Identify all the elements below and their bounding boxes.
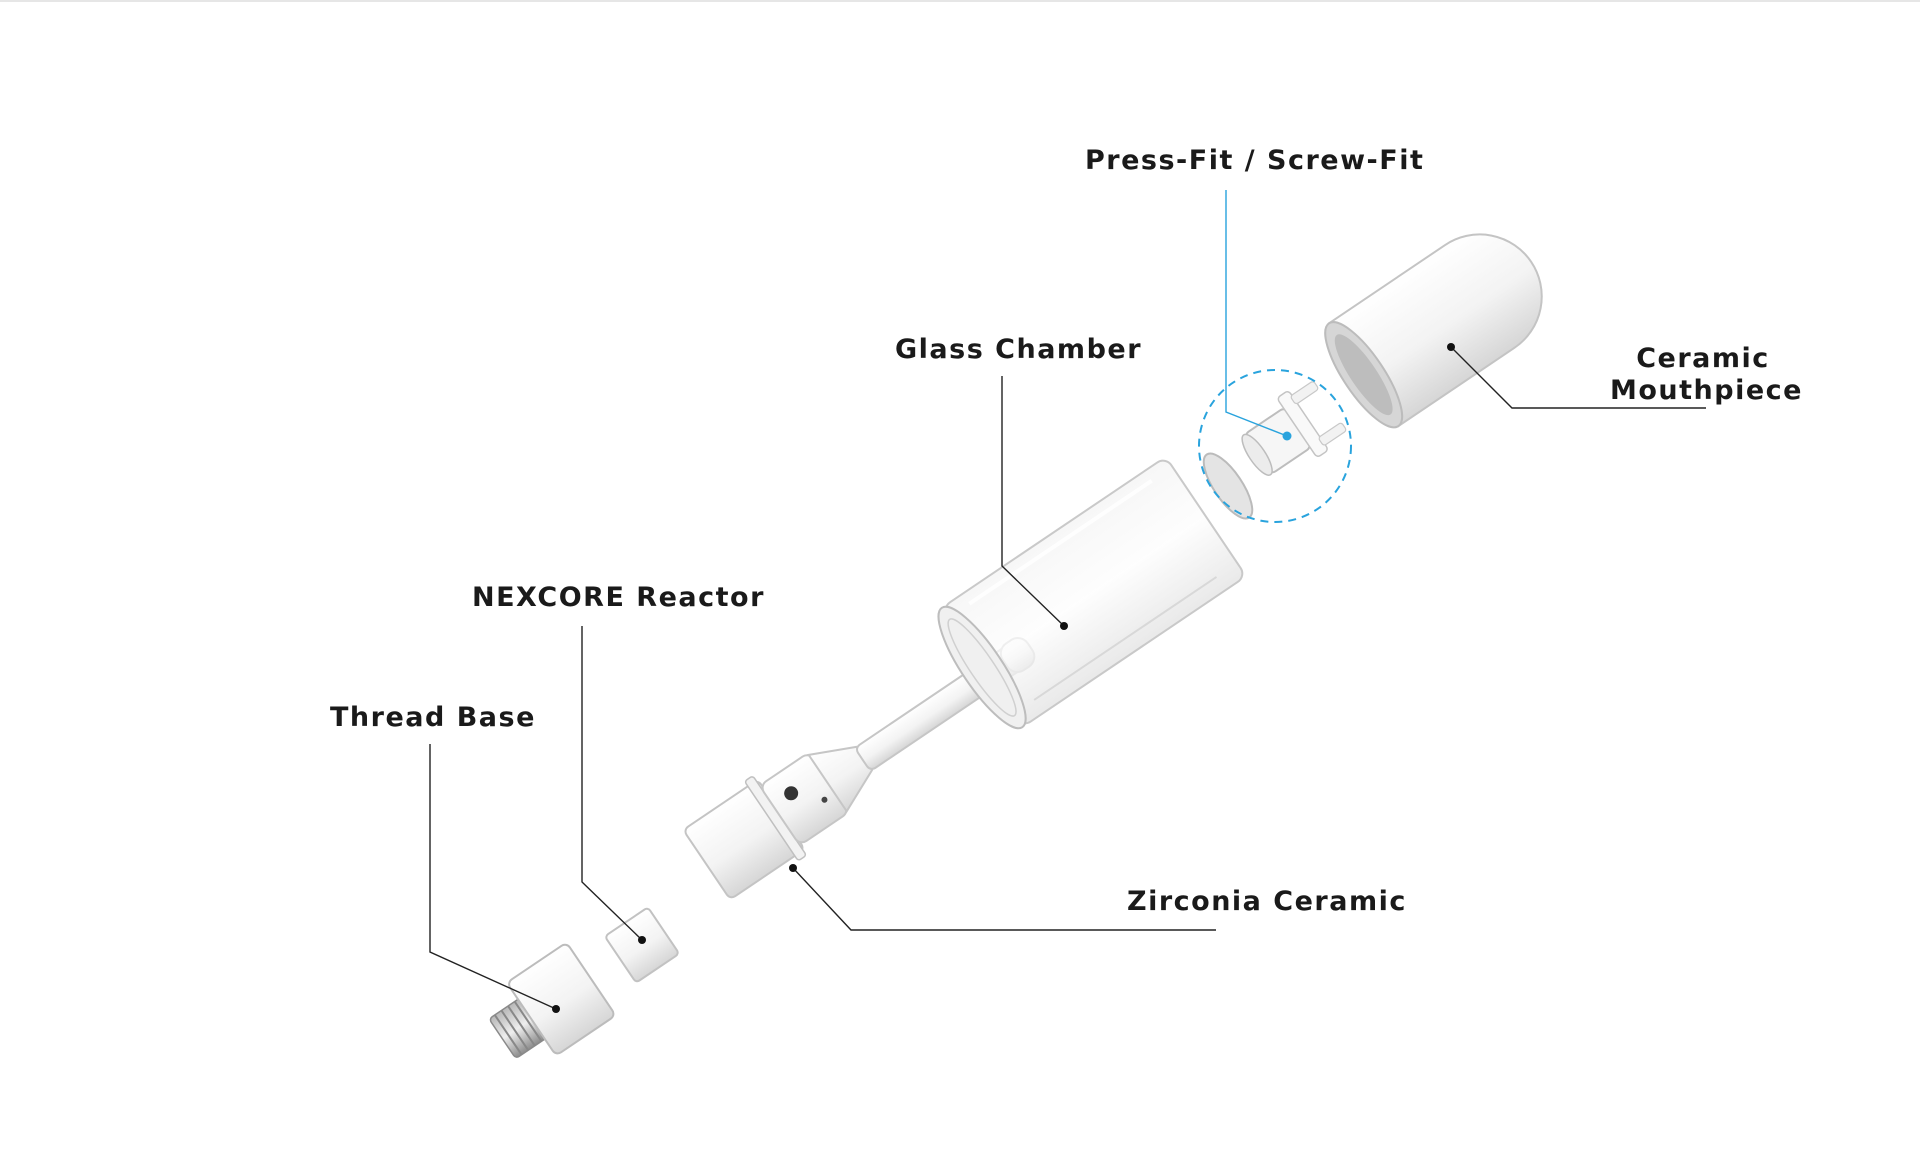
- callout-line-press-fit: [1225, 190, 1288, 437]
- label-ceramic-mouthpiece: Ceramic Mouthpiece: [1610, 343, 1803, 407]
- callout-line-nexcore: [581, 626, 643, 941]
- label-ceramic-mouthpiece-line1: Ceramic: [1636, 343, 1770, 374]
- callout-dot-thread-base: [552, 1005, 560, 1013]
- callout-dot-press-fit: [1282, 431, 1292, 441]
- label-zirconia-ceramic: Zirconia Ceramic: [1127, 886, 1407, 917]
- nexcore-reactor-part: [605, 907, 679, 983]
- callout-line-thread-base: [429, 744, 557, 1010]
- callout-line-zirconia: [792, 867, 1216, 931]
- press-fit-highlight-circle: [1198, 369, 1352, 523]
- glass-chamber-part: [937, 459, 1244, 730]
- callout-dot-mouthpiece: [1447, 343, 1455, 351]
- label-press-fit: Press-Fit / Screw-Fit: [1085, 145, 1425, 176]
- callout-line-mouthpiece: [1450, 346, 1706, 409]
- label-glass-chamber: Glass Chamber: [895, 334, 1143, 365]
- callout-dot-glass-chamber: [1060, 622, 1068, 630]
- label-ceramic-mouthpiece-line2: Mouthpiece: [1610, 375, 1803, 406]
- ceramic-mouthpiece-part: [1324, 233, 1543, 429]
- callout-dot-nexcore: [638, 936, 646, 944]
- callout-dot-zirconia: [789, 864, 797, 872]
- press-fit-connector-part: [1241, 381, 1347, 476]
- callout-lines: [429, 190, 1706, 1010]
- thread-base-part: [489, 943, 615, 1058]
- label-nexcore-reactor: NEXCORE Reactor: [472, 582, 765, 613]
- callout-line-glass-chamber: [1001, 376, 1065, 627]
- callout-dots: [552, 343, 1455, 1013]
- label-thread-base: Thread Base: [330, 702, 536, 733]
